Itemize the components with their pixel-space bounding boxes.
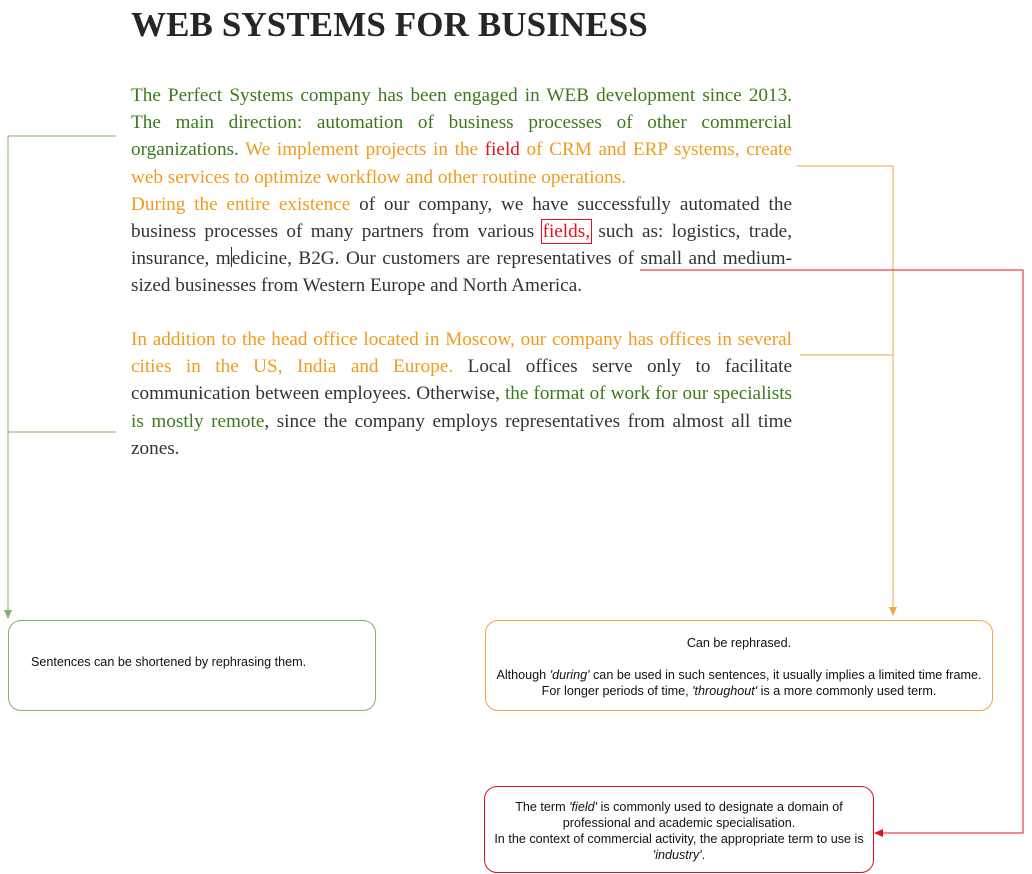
comment-red-part-c: In the context of commercial activity, t… bbox=[494, 832, 864, 846]
sentence-projects-part-a: We implement projects in the bbox=[238, 139, 485, 161]
comment-orange-heading: Can be rephrased. bbox=[686, 636, 792, 650]
comment-red-suggestion: In the context of commercial activity, t… bbox=[491, 831, 867, 863]
highlight-during[interactable]: During the entire existence bbox=[131, 193, 351, 215]
text-cursor bbox=[230, 247, 232, 268]
comment-orange-part-a: Although bbox=[496, 668, 550, 682]
comment-red-definition: The term 'field' is commonly used to des… bbox=[491, 799, 867, 831]
comment-green[interactable]: Sentences can be shortened by rephrasing… bbox=[8, 620, 376, 711]
sentence-projects-part-b: of CRM and ERP systems, create web servi… bbox=[131, 139, 792, 188]
comment-red-part-d: . bbox=[701, 848, 706, 862]
paragraph-1: The Perfect Systems company has been eng… bbox=[131, 82, 792, 300]
comment-red-part-b: is commonly used to designate a domain o… bbox=[562, 800, 843, 830]
orange-connector bbox=[797, 165, 894, 608]
sentence-existence-part-c: edicine, B2G. Our customers are represen… bbox=[131, 248, 792, 297]
green-arrowhead bbox=[4, 610, 12, 619]
comment-red-part-a: The term bbox=[515, 800, 570, 814]
red-arrowhead bbox=[874, 829, 883, 837]
comment-green-text: Sentences can be shortened by rephrasing… bbox=[31, 655, 307, 669]
sentence-local-offices: Local offices serve only to facilitate c… bbox=[131, 356, 792, 405]
paragraph-2: In addition to the head office located i… bbox=[131, 326, 792, 462]
comment-orange-part-c: is a more commonly used term. bbox=[757, 684, 937, 698]
red-connector bbox=[640, 269, 1024, 834]
sentence-time-zones: , since the company employs representati… bbox=[131, 410, 793, 459]
comment-orange-term-during: 'during' bbox=[549, 668, 590, 682]
comment-red-term-field: 'field' bbox=[569, 800, 598, 814]
comment-orange-part-b: can be used in such sentences, it usuall… bbox=[541, 668, 982, 698]
sentence-projects: We implement projects in the field of CR… bbox=[131, 139, 792, 187]
comment-red[interactable]: The term 'field' is commonly used to des… bbox=[484, 786, 874, 873]
sentence-intro: The Perfect Systems company has been eng… bbox=[131, 85, 792, 161]
comment-red-term-industry: 'industry' bbox=[652, 848, 702, 862]
page-title: WEB SYSTEMS FOR BUSINESS bbox=[131, 5, 648, 44]
green-connector bbox=[7, 135, 116, 612]
orange-arrowhead bbox=[889, 607, 897, 616]
highlight-fields[interactable]: fields, bbox=[540, 219, 593, 245]
sentence-existence-part-b: such as: logistics, trade, insurance, m bbox=[131, 221, 792, 270]
comment-orange-term-throughout: 'throughout' bbox=[692, 684, 758, 698]
sentence-offices[interactable]: In addition to the head office located i… bbox=[131, 329, 792, 378]
sentence-existence-part-a: of our company, we have successfully aut… bbox=[131, 193, 792, 243]
sentence-remote-format[interactable]: the format of work for our specialists i… bbox=[131, 383, 792, 432]
highlight-field[interactable]: field bbox=[484, 139, 520, 161]
comment-orange-body: Although 'during' can be used in such se… bbox=[492, 667, 986, 699]
comment-orange[interactable]: Can be rephrased. Although 'during' can … bbox=[485, 620, 993, 711]
